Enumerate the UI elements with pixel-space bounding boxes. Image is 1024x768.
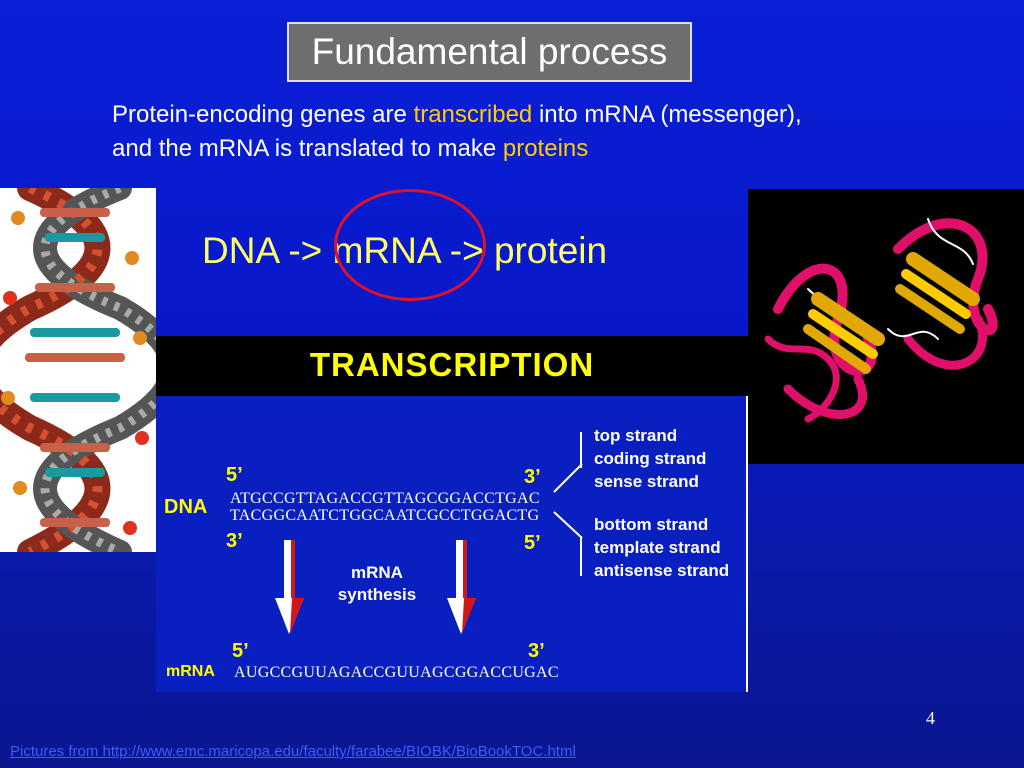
- bottom-strand-sequence: TACGGCAATCTGGCAATCGCCTGGACTG: [230, 507, 540, 524]
- page-number: 4: [926, 708, 935, 728]
- top-3-prime: 3’: [524, 466, 541, 488]
- transcription-body: [156, 396, 748, 692]
- top-bracket-connector: [553, 464, 583, 493]
- intro-line-2: and the mRNA is translated to make prote…: [112, 135, 589, 162]
- highlight-transcribed: transcribed: [413, 101, 533, 128]
- mrna-label: mRNA: [166, 663, 215, 680]
- slide-title: Fundamental process: [287, 22, 692, 82]
- source-link[interactable]: Pictures from http://www.emc.maricopa.ed…: [10, 743, 576, 760]
- protein-ribbon-icon: [764, 218, 998, 423]
- dna-helix-icon: [0, 188, 156, 552]
- transcription-figure: TRANSCRIPTION 5’ 3’ DNA ATGCCGTTAGACCGTT…: [156, 336, 748, 692]
- bottom-3-prime: 3’: [226, 530, 243, 552]
- bottom-strand-names: bottom strand template strand antisense …: [594, 515, 730, 580]
- top-strand-sequence: ATGCCGTTAGACCGTTAGCGGACCTGAC: [230, 490, 540, 507]
- mrna-synthesis-label: mRNA synthesis: [337, 563, 417, 604]
- mrna-sequence: AUGCCGUUAGACCGUUAGCGGACCUGAC: [234, 664, 559, 681]
- top-strand-names: top strand coding strand sense strand: [594, 426, 707, 491]
- highlight-proteins: proteins: [502, 135, 589, 162]
- transcription-header: TRANSCRIPTION: [156, 336, 748, 396]
- dna-helix-image: [0, 188, 156, 552]
- down-arrow-left-icon: [275, 540, 304, 634]
- intro-text: Protein-encoding genes are transcribed i…: [112, 98, 992, 166]
- figure-divider: [746, 396, 748, 692]
- mrna-3-prime: 3’: [528, 640, 545, 662]
- bottom-5-prime: 5’: [524, 532, 541, 554]
- down-arrow-right-icon: [447, 540, 476, 634]
- dna-label: DNA: [164, 496, 208, 518]
- red-circle-annotation: [334, 189, 486, 301]
- top-bracket-line: [580, 432, 582, 468]
- mrna-5-prime: 5’: [232, 640, 249, 662]
- intro-line-1: Protein-encoding genes are transcribed i…: [112, 101, 802, 128]
- bottom-bracket-connector: [553, 511, 583, 539]
- bottom-bracket-line: [580, 536, 582, 576]
- top-5-prime: 5’: [226, 464, 243, 486]
- protein-structure-image: [748, 189, 1024, 464]
